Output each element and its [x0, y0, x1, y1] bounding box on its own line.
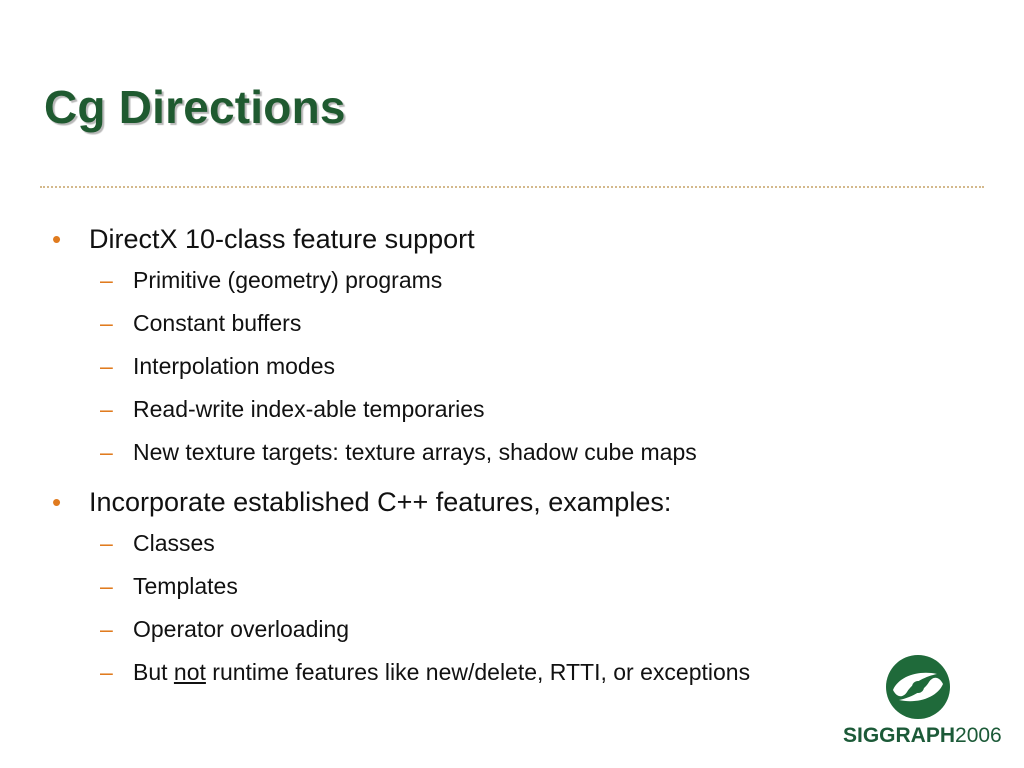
sub-item: – Constant buffers [52, 309, 952, 352]
sub-item-text: Interpolation modes [133, 353, 336, 379]
sub-item: – Read-write index-able temporaries [52, 395, 952, 438]
slide-title: Cg Directions [44, 81, 346, 133]
siggraph-wordmark: SIGGRAPH2006 [843, 724, 1002, 748]
sub-item-text: Primitive (geometry) programs [133, 267, 443, 293]
siggraph-logo: SIGGRAPH2006 [843, 652, 1002, 752]
sub-item-text: Templates [133, 573, 238, 599]
bullet-marker: • [52, 224, 62, 254]
sub-list: – Primitive (geometry) programs – Consta… [52, 266, 952, 481]
sub-item-text-before: But [133, 659, 174, 685]
sub-item: – Operator overloading [52, 615, 952, 658]
sub-item-text: Constant buffers [133, 310, 302, 336]
dash-marker: – [100, 310, 113, 336]
sub-item: – Primitive (geometry) programs [52, 266, 952, 309]
sub-item-text: Read-write index-able temporaries [133, 396, 485, 422]
bullet-list: • DirectX 10-class feature support – Pri… [52, 222, 952, 701]
siggraph-swirl-icon [886, 655, 950, 719]
dash-marker: – [100, 396, 113, 422]
sub-item: – Classes [52, 529, 952, 572]
sub-item: – But not runtime features like new/dele… [52, 658, 952, 701]
dash-marker: – [100, 267, 113, 293]
title-divider [40, 186, 984, 188]
sub-item-text: New texture targets: texture arrays, sha… [133, 439, 697, 465]
dash-marker: – [100, 616, 113, 642]
bullet-text: DirectX 10-class feature support [89, 224, 475, 254]
sub-item: – Templates [52, 572, 952, 615]
sub-list: – Classes – Templates – Operator overloa… [52, 529, 952, 701]
bullet-marker: • [52, 487, 62, 517]
sub-item-text: Classes [133, 530, 215, 556]
sub-item-text: But not runtime features like new/delete… [133, 659, 750, 685]
logo-year: 2006 [955, 724, 1002, 747]
bullet-item: • DirectX 10-class feature support [52, 222, 952, 256]
bullet-text: Incorporate established C++ features, ex… [89, 487, 672, 517]
logo-name: SIGGRAPH [843, 724, 956, 747]
sub-item-text-after: runtime features like new/delete, RTTI, … [205, 659, 751, 685]
dash-marker: – [100, 530, 113, 556]
sub-item: – Interpolation modes [52, 352, 952, 395]
sub-item: – New texture targets: texture arrays, s… [52, 438, 952, 481]
emphasis-not: not [173, 659, 206, 685]
dash-marker: – [100, 353, 113, 379]
bullet-item: • Incorporate established C++ features, … [52, 485, 952, 519]
dash-marker: – [100, 439, 113, 465]
dash-marker: – [100, 659, 113, 685]
sub-item-text: Operator overloading [133, 616, 350, 642]
dash-marker: – [100, 573, 113, 599]
